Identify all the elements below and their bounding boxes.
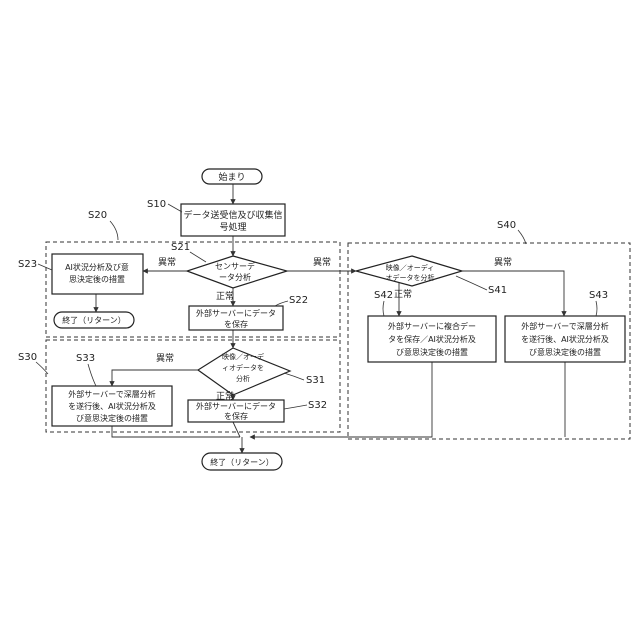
decision-s41-line2: オデータを分析 [386,273,435,282]
ref-s32: S32 [308,400,327,411]
edge-label-s21-abnormal: 異常 [158,256,176,268]
process-s10-line2: 号処理 [219,221,246,233]
ref-s42: S42 [374,290,393,301]
end-terminal-s20-label: 終了（リターン） [62,315,126,325]
process-s33-line1: 外部サーバーで深層分析 [68,389,155,399]
process-s22-line1: 外部サーバーにデータ [196,308,276,318]
process-s42-line3: び意思決定後の措置 [396,347,468,357]
process-s10-line1: データ送受信及び収集信 [183,209,282,221]
decision-s31-line3: 分析 [236,374,250,383]
ref-s30: S30 [18,352,37,363]
ref-s22: S22 [289,295,308,306]
process-s32-line1: 外部サーバーにデータ [196,401,276,411]
ref-s43: S43 [589,290,608,301]
process-s42-line2: タを保存／AI状況分析及 [388,334,476,344]
ref-s33: S33 [76,353,95,364]
edge-label-s31-abnormal: 異常 [156,352,174,364]
ref-s41: S41 [488,285,507,296]
process-s43-line1: 外部サーバーで深層分析 [521,321,608,331]
ref-s10: S10 [147,199,166,210]
edge-label-s41-normal: 正常 [394,288,412,300]
process-s23-line2: 思決定後の措置 [69,274,125,284]
decision-s31-line2: ィオデータを [222,363,264,372]
ref-s21: S21 [171,242,190,253]
edge-label-s31-normal: 正常 [216,390,234,402]
ref-s23: S23 [18,259,37,270]
start-label: 始まり [218,171,245,183]
process-s32-line2: を保存 [224,411,248,421]
ref-s31: S31 [306,375,325,386]
process-s33-line3: び意思決定後の措置 [76,413,148,423]
edge-label-s21-normal: 正常 [216,290,234,302]
process-s42-line1: 外部サーバーに複合デー [388,321,476,331]
process-s22-line2: を保存 [224,319,248,329]
edge-label-s21-abnormal-right: 異常 [313,256,331,268]
ref-s40: S40 [497,220,516,231]
process-s33-line2: を遂行後、AI状況分析及 [68,401,156,411]
decision-s31-line1: 映像／オーデ [222,352,264,361]
process-s43-line3: び意思決定後の措置 [529,347,601,357]
edge-label-s41-abnormal: 異常 [494,256,512,268]
decision-s21-line2: ータ分析 [219,272,251,282]
ref-s20: S20 [88,210,107,221]
decision-s41-line1: 映像／オーディ [386,263,435,272]
reference-numerals: S10 S20 S21 S23 S22 S30 S33 S31 S32 S40 … [18,199,608,411]
end-terminal-label: 終了（リターン） [210,457,274,467]
decision-s21-line1: センサーデ [215,261,255,271]
process-s23-line1: AI状況分析及び意 [65,262,129,272]
process-s23 [52,254,143,294]
decision-s21 [187,256,287,288]
process-s43-line2: を遂行後、AI状況分析及 [521,334,609,344]
